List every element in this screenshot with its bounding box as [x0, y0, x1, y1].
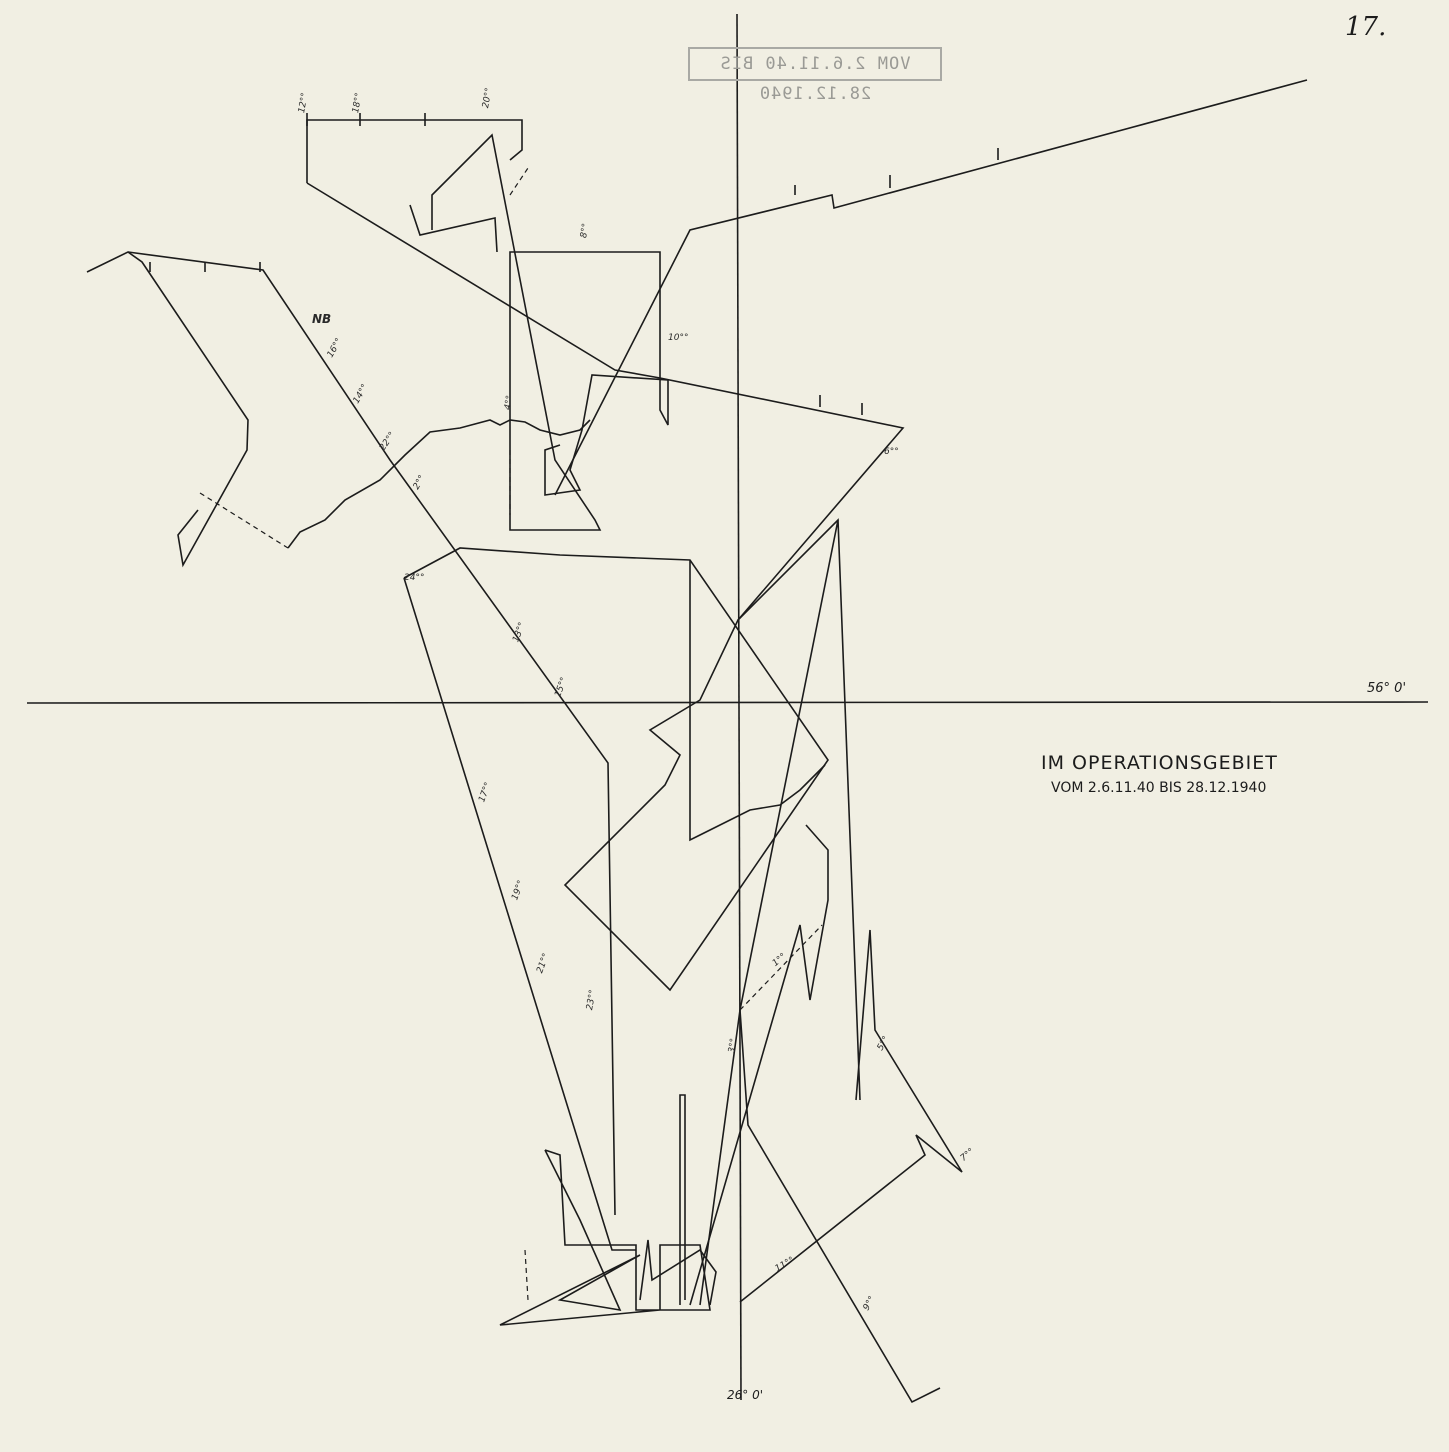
track-bottom-vert	[679, 1094, 686, 1305]
track-annotation: 6°°	[884, 447, 899, 457]
track-inner-box	[431, 133, 669, 531]
dashed-segment	[524, 1249, 529, 1301]
track-right-zig	[739, 929, 963, 1303]
map-title: IM OPERATIONSGEBIET	[1041, 752, 1278, 774]
dashed-segment	[509, 167, 529, 196]
dashed-segment	[199, 492, 289, 549]
parallel-line	[26, 701, 1429, 704]
track-inner-step	[409, 204, 498, 253]
track-annotation: 10°°	[668, 333, 689, 343]
track-diagonal-1	[306, 182, 905, 621]
track-box-upper	[306, 119, 523, 183]
track-lower-loop	[403, 518, 861, 1101]
track-annotation: 24°°	[404, 573, 425, 583]
track-bottom-spike	[639, 1239, 717, 1306]
track-edge-coast	[689, 560, 826, 842]
track-annotation: NB	[312, 312, 332, 326]
track-center-down	[699, 519, 839, 1306]
track-left-bar	[127, 251, 616, 1216]
track-cross	[739, 1009, 941, 1404]
track-bottom-cluster	[499, 1149, 711, 1326]
latitude-label: 56° 0'	[1367, 681, 1407, 696]
longitude-label: 26° 0'	[727, 1388, 764, 1402]
archive-stamp: VOM 2.6.11.40 BIS 28.12.1940	[688, 47, 942, 104]
meridian-line	[736, 13, 742, 1401]
track-northeast	[554, 79, 1308, 496]
track-left-loop	[86, 251, 249, 568]
track-lower-left	[403, 577, 636, 1251]
map-date-range: VOM 2.6.11.40 BIS 28.12.1940	[1051, 780, 1267, 796]
page-number: 17.	[1345, 12, 1387, 42]
track-right-loop	[689, 824, 829, 1306]
dashed-segment	[739, 924, 823, 1011]
